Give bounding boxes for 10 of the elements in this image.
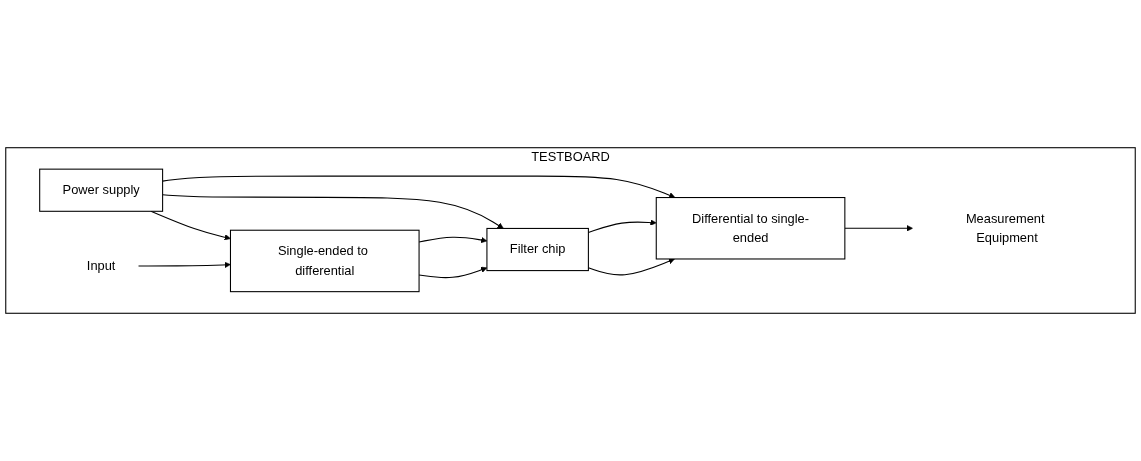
node-text: Input — [86, 258, 116, 273]
node-box: Single-ended to differential — [229, 229, 420, 293]
node-box: Filter chip — [486, 227, 589, 272]
node-box: Power supply — [39, 168, 164, 212]
node-text: Measurement Equipment — [965, 211, 1045, 245]
arrow — [137, 261, 231, 268]
arrow — [162, 175, 676, 199]
arrow — [162, 194, 504, 229]
arrow — [844, 225, 913, 232]
node-box: Differential to single-ended — [655, 197, 846, 260]
